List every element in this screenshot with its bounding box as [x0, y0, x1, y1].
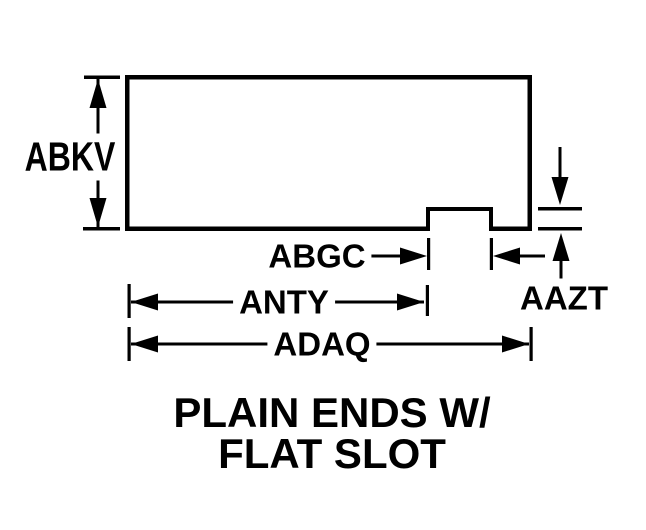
- ext-tick-slot-right: [489, 238, 493, 270]
- ext-tick-slot-left: [427, 238, 431, 270]
- ext-line-bottom: [83, 227, 120, 231]
- arrow-line-lower: [559, 259, 563, 284]
- ext-tick-left: [127, 327, 131, 361]
- ext-line-upper: [538, 207, 582, 211]
- drawing-title-line2: FLAT SLOT: [218, 430, 446, 477]
- slot-right-wall: [489, 207, 493, 231]
- dim-slot-depth-aazt: [538, 147, 582, 284]
- label-height-abkv: ABKV: [20, 133, 120, 181]
- slot-left-wall: [426, 207, 430, 231]
- label-end-to-slot-anty: ANTY: [233, 282, 335, 322]
- arrowhead-left-icon: [493, 247, 520, 265]
- leader-line-right: [520, 254, 545, 258]
- arrowhead-up-icon: [89, 79, 107, 108]
- drawing-title: PLAIN ENDS W/ FLAT SLOT: [18, 389, 646, 477]
- ext-tick-left: [127, 284, 131, 318]
- arrowhead-right-icon: [400, 247, 427, 265]
- label-overall-length-adaq: ADAQ: [267, 324, 377, 364]
- slot-top-edge: [426, 207, 493, 211]
- part-outline: [125, 75, 532, 231]
- ext-tick-right: [529, 327, 533, 361]
- label-slot-depth-aazt: AAZT: [514, 278, 614, 318]
- arrowhead-up-icon: [552, 233, 570, 261]
- arrowhead-left-icon: [131, 335, 158, 353]
- arrowhead-right-icon: [397, 293, 424, 311]
- arrowhead-right-icon: [502, 335, 529, 353]
- part-right-edge: [527, 75, 532, 231]
- label-slot-width-abgc: ABGC: [262, 236, 372, 276]
- part-left-edge: [125, 75, 130, 231]
- part-bottom-edge-right: [489, 226, 532, 231]
- part-top-edge: [125, 75, 532, 80]
- drawing-title-line1: PLAIN ENDS W/: [173, 389, 491, 436]
- dim-slot-width-abgc: [371, 238, 545, 270]
- arrowhead-down-icon: [551, 177, 569, 205]
- ext-line-top: [84, 75, 120, 79]
- ext-tick-right: [425, 285, 429, 316]
- arrowhead-down-icon: [89, 198, 107, 227]
- part-bottom-edge-left: [125, 226, 430, 231]
- ext-line-lower: [538, 227, 582, 231]
- arrowhead-left-icon: [131, 293, 158, 311]
- leader-line-left: [371, 254, 401, 258]
- arrow-line-upper: [558, 147, 562, 178]
